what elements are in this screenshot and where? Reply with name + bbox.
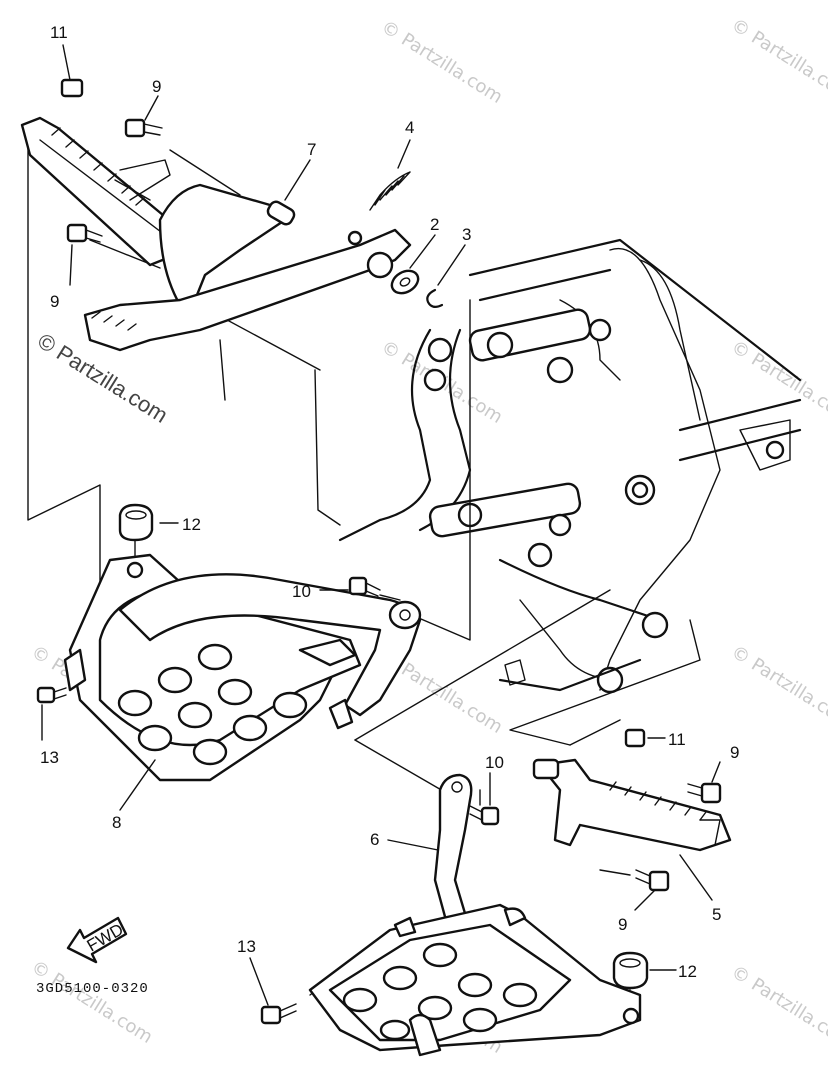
nut-top: [60, 78, 84, 98]
right-footrest-assembly: [260, 728, 732, 1057]
callout-10-low: 10: [485, 753, 504, 772]
callout-4: 4: [405, 118, 414, 137]
bolt-13-left-head: [36, 686, 56, 704]
callout-8: 8: [112, 813, 121, 832]
watermark-top-right: © Partzilla.com: [727, 14, 828, 105]
callout-6: 6: [370, 830, 379, 849]
callout-9-bottom: 9: [618, 915, 627, 934]
callout-13-bottom: 13: [237, 937, 256, 956]
callout-13-left: 13: [40, 748, 59, 767]
left-footrest-guard: [36, 503, 422, 782]
bolt-mid-head: [348, 576, 368, 596]
watermark-right-low: © Partzilla.com: [727, 641, 828, 732]
bolt-low-head: [480, 806, 500, 826]
watermark-right-bottom: © Partzilla.com: [727, 961, 828, 1052]
brake-pedal-arm: [83, 228, 412, 352]
watermark-top-center: © Partzilla.com: [377, 16, 506, 107]
callout-11-right: 11: [668, 730, 686, 749]
bolt-right-head: [700, 782, 722, 804]
callout-5: 5: [712, 905, 721, 924]
footpeg-right: [538, 758, 732, 852]
washer: [390, 269, 420, 295]
bolt-13-bottom-head: [260, 1005, 282, 1025]
watermark-left-bottom: © Partzilla.com: [27, 956, 156, 1047]
top-footrest-assembly: [20, 78, 444, 352]
callout-11-top: 11: [50, 23, 68, 42]
callout-leaders: [41, 44, 721, 1006]
callout-12-bottom: 12: [678, 962, 697, 981]
brake-pedal-pivot: [158, 183, 287, 307]
callout-3: 3: [462, 225, 471, 244]
diagram-code: 3GD5100-0320: [36, 981, 149, 997]
callout-9-right: 9: [730, 743, 739, 762]
callout-9-left: 9: [50, 292, 59, 311]
callout-10-mid: 10: [292, 582, 311, 601]
callout-9-top: 9: [152, 77, 161, 96]
rubber-damper-top: [118, 503, 154, 542]
brake-spring: [369, 171, 411, 211]
nut-right: [624, 728, 646, 748]
bolt-left-head: [66, 223, 88, 243]
forward-direction-arrow: FWD: [66, 916, 128, 964]
callout-12-top: 12: [182, 515, 201, 534]
callout-2: 2: [430, 215, 439, 234]
motorcycle-frame: [338, 238, 802, 694]
callout-labels: 11 9 7 4 2 3 9 12 10 13 8 11 9 10 6 5 9 …: [40, 23, 739, 981]
leader-lines: [27, 139, 701, 1011]
bolt-bottom-head: [648, 870, 670, 892]
bolt-top-head: [124, 118, 146, 138]
callout-7: 7: [307, 140, 316, 159]
rubber-damper-bottom: [612, 951, 649, 990]
circlip: [426, 288, 444, 309]
